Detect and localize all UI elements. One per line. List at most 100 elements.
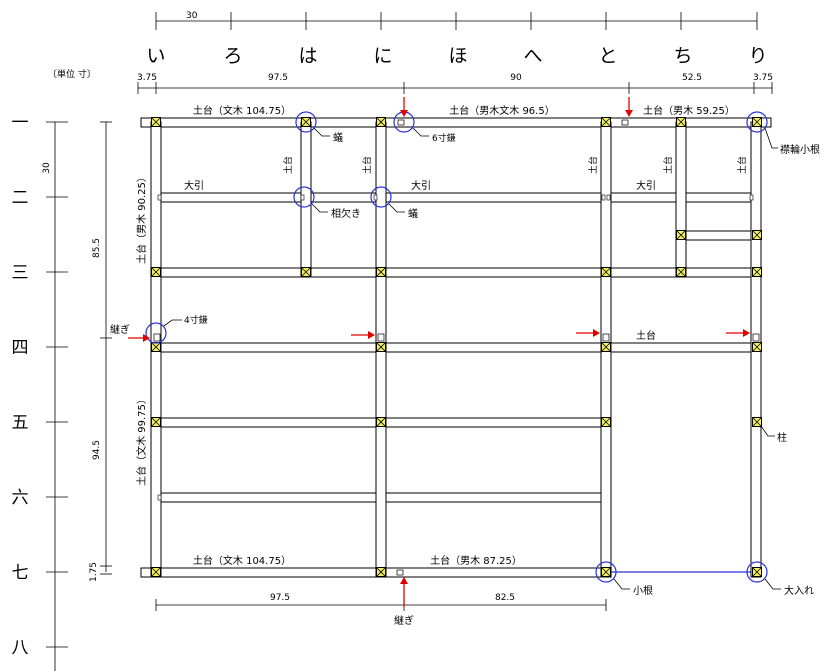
- post-cross: [752, 230, 762, 240]
- beam-label-tsuka: 土台: [361, 156, 373, 174]
- post-cross: [752, 417, 762, 427]
- joint-ring: [595, 561, 617, 583]
- joint-ring: [746, 111, 768, 133]
- column-label: ほ: [448, 45, 467, 67]
- joint-ring: [746, 561, 768, 583]
- column-label: へ: [523, 45, 542, 67]
- annotations: 蟻 6寸鎌 襟輪小根 相欠き 蟻 4寸鎌 継ぎ 柱 小根 大入れ 継ぎ: [110, 127, 820, 627]
- post-cross: [752, 342, 762, 352]
- beam-label-left-lower: 土台（文木 99.75）: [135, 394, 148, 486]
- annotation-tsugi-bottom: 継ぎ: [394, 614, 414, 627]
- annotation-aigaki: 相欠き: [331, 207, 361, 220]
- beam-label-tsuka: 土台: [587, 156, 599, 174]
- row-label: 三: [12, 263, 29, 283]
- annotation-ari-1: 蟻: [333, 131, 343, 144]
- post-cross: [601, 567, 611, 577]
- left-ruler-label: 30: [42, 162, 52, 174]
- sill-row-1: [140, 117, 772, 128]
- post-cross: [601, 267, 611, 277]
- post-cross: [376, 342, 386, 352]
- sill-row-4: [150, 342, 762, 353]
- top-ruler: 30 い ろ は に ほ へ と ち り: [146, 11, 767, 67]
- column-label: り: [748, 45, 767, 67]
- dim-top: 90: [510, 73, 522, 83]
- row-label: 四: [12, 338, 29, 358]
- red-arrows: [128, 97, 750, 607]
- post-cross: [601, 117, 611, 127]
- joint-ring: [145, 322, 167, 344]
- column-label: ち: [673, 45, 692, 67]
- post-cross: [676, 230, 686, 240]
- dim-top: 52.5: [682, 73, 702, 83]
- sill-short: [679, 230, 762, 241]
- beam-label-oobiki-2: 大引: [411, 179, 431, 192]
- post-cross: [376, 267, 386, 277]
- joint-markers: [145, 111, 768, 583]
- unit-label: 〔単位 寸〕: [48, 68, 96, 80]
- post-cross: [752, 567, 762, 577]
- annotation-kama-4: 4寸鎌: [184, 314, 208, 326]
- row-label: 六: [12, 488, 29, 508]
- column-label: ろ: [223, 45, 242, 67]
- annotation-hiwa: 襟輪小根: [780, 143, 820, 156]
- post-cross: [151, 117, 161, 127]
- left-dimensions: 85.5 94.5 1.75: [89, 121, 112, 582]
- dim-top: 3.75: [137, 73, 157, 83]
- annotation-ooire: 大入れ: [784, 584, 814, 597]
- annotation-hashira: 柱: [777, 431, 787, 444]
- top-dimensions: 3.75 97.5 90 52.5 3.75: [137, 73, 773, 94]
- oobiki-row-2: [159, 192, 754, 203]
- joint-ticks: [153, 119, 760, 576]
- row-label: 一: [12, 113, 29, 133]
- post-cross: [151, 267, 161, 277]
- dim-top: 3.75: [753, 73, 773, 83]
- beam-label-tsuka: 土台: [282, 156, 294, 174]
- joint-ring: [293, 186, 315, 208]
- dim-left: 94.5: [92, 440, 102, 460]
- row-label: 七: [12, 563, 29, 583]
- annotation-kone: 小根: [633, 584, 653, 597]
- dim-left: 85.5: [92, 238, 102, 258]
- bottom-dimensions: 97.5 82.5: [155, 593, 607, 611]
- post-cross: [676, 267, 686, 277]
- post-cross: [151, 342, 161, 352]
- left-ruler: 30 一 二 三 四 五 六 七 八: [12, 113, 68, 671]
- beam-label-top-right: 土台（男木 59.25）: [643, 104, 735, 117]
- column-label: は: [298, 45, 317, 67]
- row-label: 五: [12, 413, 29, 433]
- beam-label-row-4: 土台: [636, 329, 656, 342]
- beam-label-tsuka: 土台: [736, 156, 748, 174]
- post-cross: [151, 567, 161, 577]
- post-cross: [376, 117, 386, 127]
- joint-ring: [370, 186, 392, 208]
- tsuka-col-chi: [675, 121, 687, 278]
- column-label: と: [598, 45, 617, 67]
- sill-row-3: [150, 267, 762, 278]
- post-cross: [601, 342, 611, 352]
- dim-bottom: 82.5: [495, 593, 515, 603]
- dim-left: 1.75: [89, 562, 99, 582]
- post-cross: [676, 117, 686, 127]
- post-cross: [752, 267, 762, 277]
- post-cross: [601, 417, 611, 427]
- posts: [151, 117, 762, 577]
- dim-top: 97.5: [268, 73, 288, 83]
- annotation-kama-6: 6寸鎌: [432, 132, 456, 144]
- post-cross: [151, 417, 161, 427]
- beam-label-top-left: 土台（文木 104.75）: [193, 104, 291, 117]
- column-label: に: [373, 45, 392, 67]
- beam-label-bottom-mid: 土台（男木 87.25）: [430, 554, 522, 567]
- beam-label-oobiki-1: 大引: [184, 179, 204, 192]
- row-label: 八: [12, 638, 29, 658]
- beam-label-bottom-left: 土台（文木 104.75）: [193, 554, 291, 567]
- beam-labels: 土台（文木 104.75） 土台（男木文木 96.5） 土台（男木 59.25）…: [135, 104, 748, 567]
- column-label: い: [146, 45, 165, 67]
- annotation-ari-2: 蟻: [408, 207, 418, 220]
- post-cross: [301, 117, 311, 127]
- beam-label-top-mid: 土台（男木文木 96.5）: [449, 104, 554, 117]
- joint-ring: [295, 111, 317, 133]
- post-cross: [301, 267, 311, 277]
- annotation-tsugi-left: 継ぎ: [110, 323, 130, 336]
